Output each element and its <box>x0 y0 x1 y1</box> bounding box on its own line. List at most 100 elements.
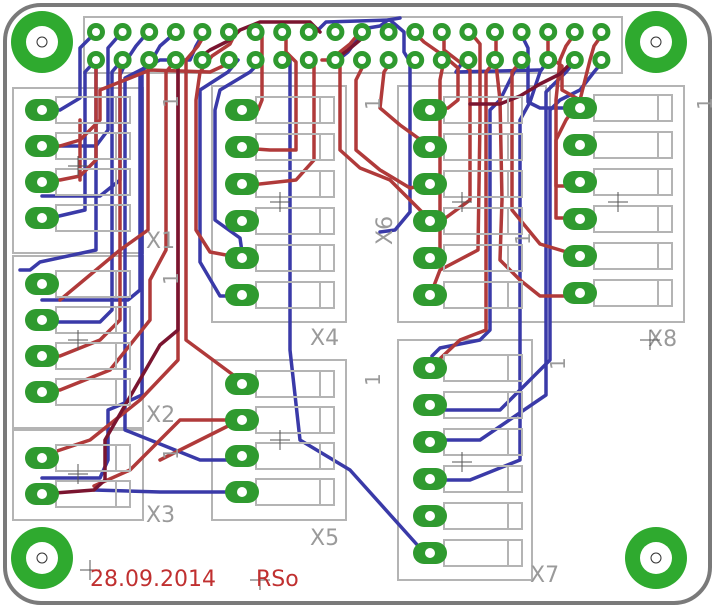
pin1-marker-x5: 1 <box>361 373 385 386</box>
header-pin-hole <box>92 28 100 36</box>
terminal-pad-hole <box>37 489 47 499</box>
terminal-pad-hole <box>425 511 435 521</box>
connector-x7-label: X7 <box>530 563 559 588</box>
terminal-cell <box>593 94 673 122</box>
header-pin-hole <box>544 28 553 36</box>
terminal-pad-hole <box>37 453 47 463</box>
terminal-pad-hole <box>37 177 47 187</box>
header-pin-hole <box>171 28 180 36</box>
header-pin-hole <box>198 56 207 64</box>
header-pin-hole <box>570 56 579 64</box>
header-pin-hole <box>517 56 526 64</box>
terminal-pad-hole <box>237 290 247 300</box>
mounting-hole-center <box>650 36 662 48</box>
connector-x5-outline <box>211 359 347 521</box>
header-pin-hole <box>491 56 499 64</box>
mounting-hole-center <box>36 552 48 564</box>
terminal-cell <box>255 207 335 235</box>
header-pin-hole <box>331 28 340 36</box>
terminal-pad-hole <box>237 415 247 425</box>
header-pin-hole <box>464 56 473 64</box>
board-author-text: RSo <box>256 567 299 592</box>
pin1-marker-x7: 1 <box>546 357 570 370</box>
terminal-cell <box>593 205 673 233</box>
header-pin-hole <box>464 28 473 36</box>
terminal-cell <box>255 244 335 272</box>
terminal-pad-hole <box>37 141 47 151</box>
header-pin-hole <box>304 56 313 64</box>
header-pin-hole <box>597 28 606 36</box>
terminal-cell <box>443 281 523 309</box>
terminal-cell <box>593 242 673 270</box>
mounting-hole-center <box>650 552 662 564</box>
terminal-pad-hole <box>237 253 247 263</box>
pin1-marker-x6: 1 <box>511 232 535 245</box>
pads-layer <box>11 11 687 589</box>
terminal-pad-hole <box>425 474 435 484</box>
pin1-markers: 1 1 1 1 1 1 1 1 <box>159 95 715 460</box>
terminal-cell <box>443 539 523 567</box>
terminal-pad-hole <box>37 213 47 223</box>
terminal-cell <box>443 428 523 456</box>
connector-labels: X1 X2 X3 X4 X5 X6 X7 X8 <box>146 216 677 588</box>
terminal-pad-hole <box>425 548 435 558</box>
header-pin-hole <box>225 28 233 36</box>
connector-x4-label: X4 <box>310 326 339 351</box>
terminal-cell <box>255 281 335 309</box>
header-pin-hole <box>145 28 154 36</box>
terminal-pad-hole <box>425 363 435 373</box>
terminal-cell <box>255 442 335 470</box>
header-pin-hole <box>118 28 127 36</box>
terminal-pad-hole <box>425 437 435 447</box>
terminal-cell <box>443 244 523 272</box>
header-pin-hole <box>251 28 260 36</box>
terminal-pad-hole <box>425 105 435 115</box>
header-pin-hole <box>171 56 180 64</box>
terminal-cell <box>593 279 673 307</box>
header-pin-hole <box>358 28 366 36</box>
header-pin-hole <box>278 56 287 64</box>
pin1-marker-x3: 1 <box>159 447 183 460</box>
connector-x3-outline <box>12 429 144 521</box>
header-pin-hole <box>411 56 420 64</box>
header-pin-hole <box>304 28 313 36</box>
terminal-cell <box>443 354 523 382</box>
pin1-marker-x8: 1 <box>693 97 715 110</box>
terminal-pad-hole <box>575 103 585 113</box>
terminal-cell <box>593 131 673 159</box>
board-date-text: 28.09.2014 <box>90 567 216 592</box>
header-pin-hole <box>384 28 393 36</box>
header-pin-hole <box>597 56 606 64</box>
terminal-pad-hole <box>575 177 585 187</box>
terminal-pad-hole <box>575 214 585 224</box>
terminal-pad-hole <box>425 216 435 226</box>
header-pin-hole <box>331 56 340 64</box>
terminal-pad-hole <box>425 400 435 410</box>
connector-x3-label: X3 <box>146 503 175 528</box>
terminal-cell <box>593 168 673 196</box>
pin1-marker-x2: 1 <box>159 272 183 285</box>
header-pin-hole <box>437 28 446 36</box>
header-pin-hole <box>517 28 526 36</box>
header-pin-hole <box>491 28 499 36</box>
terminal-pad-hole <box>425 179 435 189</box>
terminal-pad-hole <box>37 387 47 397</box>
terminal-pad-hole <box>37 279 47 289</box>
terminal-pad-hole <box>37 105 47 115</box>
terminal-cell <box>443 502 523 530</box>
terminal-pad-hole <box>37 351 47 361</box>
header-pin-hole <box>358 56 366 64</box>
terminal-pad-hole <box>237 142 247 152</box>
header-pin-hole <box>118 56 127 64</box>
connector-x7-outline <box>397 339 533 581</box>
connector-x6-label: X6 <box>373 216 398 245</box>
mounting-hole-center <box>36 36 48 48</box>
header-pin-hole <box>198 28 207 36</box>
connector-x5-label: X5 <box>310 526 339 551</box>
terminal-cell <box>255 406 335 434</box>
terminal-pad-hole <box>575 288 585 298</box>
header-pin-hole <box>384 56 393 64</box>
header-pin-hole <box>225 56 233 64</box>
